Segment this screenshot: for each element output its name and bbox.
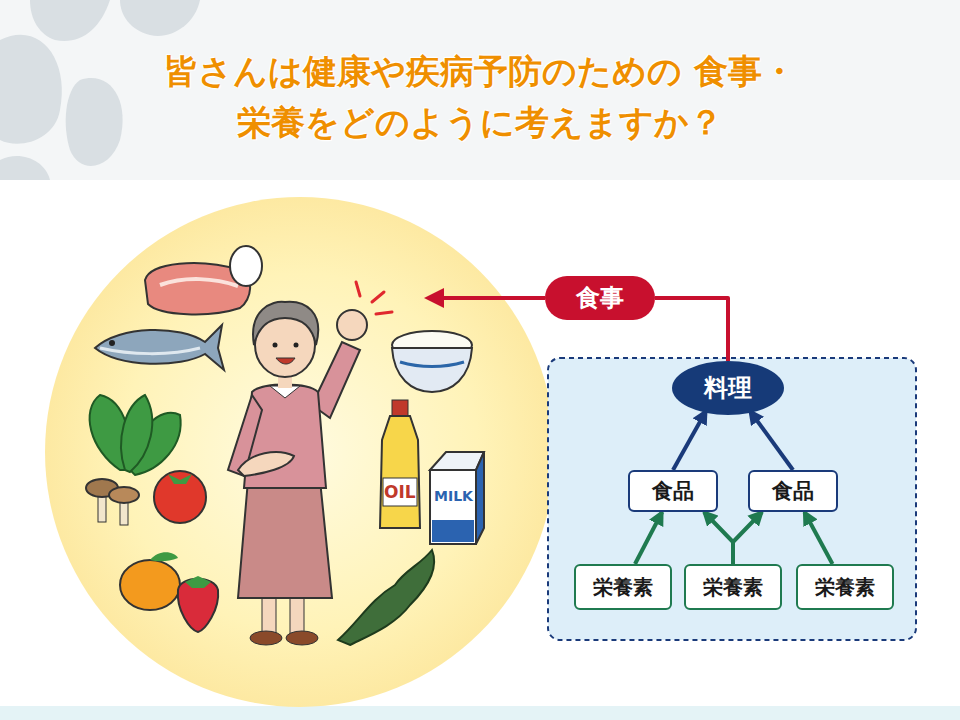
fish — [95, 325, 224, 370]
connector-arrow — [733, 512, 762, 564]
node-text: 食品 — [772, 477, 814, 505]
mushrooms — [86, 479, 139, 525]
connector-arrow — [673, 411, 706, 470]
carton-label: MILK — [434, 488, 473, 504]
meal-pill: 食事 — [545, 276, 655, 320]
oil-bottle — [380, 400, 420, 528]
connector-arrow — [635, 512, 662, 564]
connector-arrow — [750, 411, 793, 470]
seaweed — [338, 550, 434, 645]
node-text: 食品 — [652, 477, 694, 505]
nutrient-box: 栄養素 — [574, 564, 672, 610]
bottle-label: OIL — [384, 482, 416, 502]
food-box: 食品 — [748, 470, 838, 512]
mandarin-orange — [120, 552, 180, 610]
strawberry — [178, 576, 218, 632]
elderly-woman — [228, 302, 367, 645]
rice-bowl — [392, 331, 472, 392]
dish-oval: 料理 — [672, 361, 784, 415]
connector-arrow — [804, 512, 832, 564]
node-text: 栄養素 — [703, 574, 763, 601]
node-text: 栄養素 — [593, 574, 653, 601]
node-text: 食事 — [576, 282, 624, 314]
spark-marks — [356, 282, 392, 314]
connector-arrow — [655, 298, 728, 361]
glow-circle — [45, 197, 555, 707]
connector-arrow — [704, 512, 733, 564]
node-text: 栄養素 — [815, 574, 875, 601]
tomato — [154, 471, 206, 523]
footer-band — [0, 706, 960, 720]
arrow-to-person — [428, 296, 545, 300]
title: 皆さんは健康や疾病予防のための 食事・栄養をどのように考えますか？ — [160, 46, 800, 148]
spinach — [90, 395, 181, 475]
dashed-panel — [548, 358, 916, 640]
nutrient-box: 栄養素 — [684, 564, 782, 610]
node-text: 料理 — [704, 372, 752, 404]
header-band — [0, 0, 960, 180]
food-box: 食品 — [628, 470, 718, 512]
egg — [230, 246, 262, 286]
nutrient-box: 栄養素 — [796, 564, 894, 610]
milk-carton — [430, 452, 484, 544]
